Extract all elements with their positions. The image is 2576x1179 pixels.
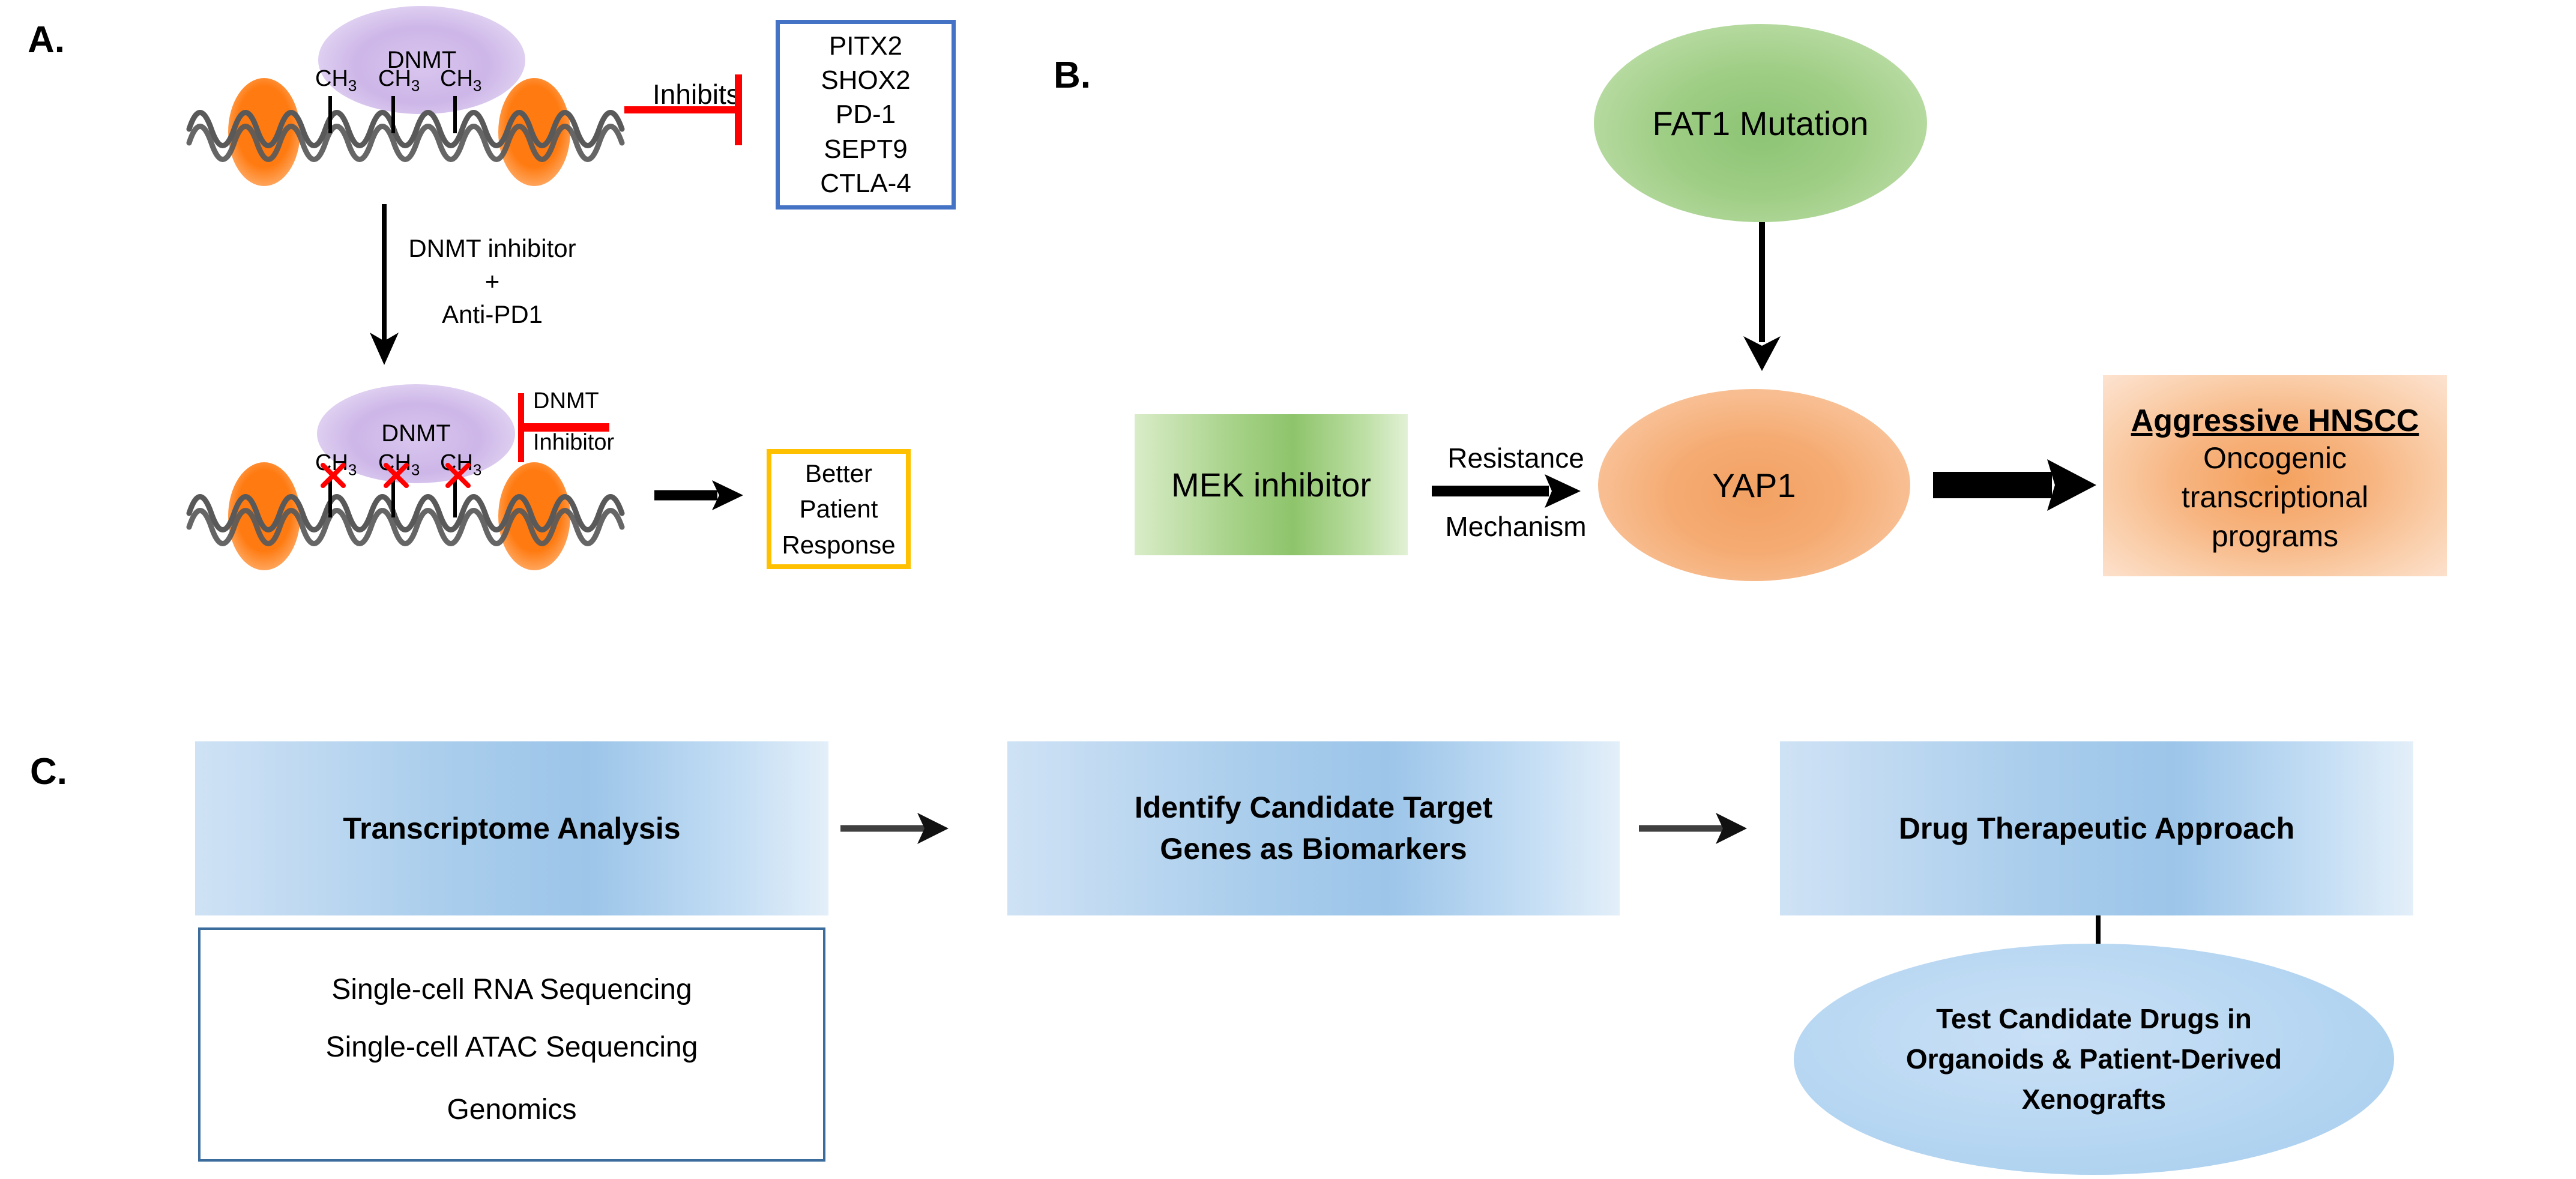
yap1-to-outcome-arrow [1933, 459, 2096, 511]
methods-list-box: Single-cell RNA Sequencing Single-cell A… [198, 927, 825, 1162]
treatment-arrow-down [370, 204, 399, 365]
methyl-group-label: CH3 [440, 450, 482, 479]
step1-to-step2-arrow [840, 813, 949, 844]
dna-helix-strand [186, 494, 625, 532]
panel-c-letter: C. [30, 751, 67, 792]
step3-label: Drug Therapeutic Approach [1898, 811, 2295, 845]
dnmt-top-label: DNMT [387, 46, 457, 73]
final-line: Xenografts [2021, 1083, 2167, 1115]
yap1-label: YAP1 [1712, 466, 1796, 504]
fat1-to-yap1-arrow [1743, 222, 1781, 371]
mek-inhibitor-node: MEK inhibitor [1135, 414, 1408, 555]
dna-strand-top [186, 78, 625, 186]
panel-b-letter: B. [1054, 55, 1091, 96]
gene-item: PITX2 [828, 31, 903, 61]
method-item: Single-cell RNA Sequencing [331, 974, 692, 1006]
inhibition-tbar-top [624, 74, 742, 145]
gene-item: CTLA-4 [820, 168, 911, 198]
resistance-arrow [1432, 474, 1581, 508]
methyl-group-label: CH3 [315, 66, 357, 95]
dna-strand-bottom [186, 462, 625, 570]
outcome-arrow [654, 480, 743, 510]
response-line: Patient [799, 495, 878, 523]
resistance-label-line2: Mechanism [1445, 511, 1587, 542]
methyl-group-label: CH3 [440, 66, 482, 95]
nucleosome [228, 78, 300, 186]
step-transcriptome-analysis: Transcriptome Analysis [195, 741, 828, 915]
dna-helix-strand [186, 508, 625, 546]
response-line: Better [804, 459, 873, 487]
resistance-label-line1: Resistance [1447, 442, 1584, 474]
methyl-group-label: CH3 [378, 66, 420, 95]
dnmt-enzyme-top: DNMT [318, 6, 525, 114]
fat1-label: FAT1 Mutation [1652, 104, 1869, 142]
fat1-mutation-node: FAT1 Mutation [1594, 24, 1927, 222]
dnmt-enzyme-bottom: DNMT [317, 384, 515, 483]
gene-list-box-main: PITX2 SHOX2 PD-1 SEPT9 CTLA-4 [776, 20, 956, 210]
better-patient-response-box: Better Patient Response [767, 449, 911, 569]
mek-label: MEK inhibitor [1171, 466, 1372, 504]
dnmt-inhibitor-line-2: Inhibitor [533, 430, 615, 455]
dnmt-bottom-label: DNMT [381, 420, 451, 447]
step2-to-step3-arrow [1639, 813, 1747, 844]
x-mark [445, 463, 471, 488]
hnscc-title: Aggressive HNSCC [2131, 403, 2419, 438]
treatment-line-2: + [484, 267, 500, 295]
hnscc-line: Oncogenic [2203, 441, 2347, 475]
dnmt-inhibitor-tbar [518, 393, 609, 462]
nucleosome [228, 462, 300, 570]
step-identify-candidate-targets: Identify Candidate Target Genes as Bioma… [1007, 741, 1620, 915]
gene-item: SHOX2 [821, 65, 911, 95]
dna-helix-strand [186, 124, 625, 162]
method-item: Genomics [447, 1094, 577, 1126]
step-drug-therapeutic-approach: Drug Therapeutic Approach [1780, 741, 2413, 915]
methylation-removed-marks [321, 463, 471, 488]
test-candidate-drugs-node: Test Candidate Drugs in Organoids & Pati… [1794, 944, 2394, 1175]
hnscc-line: transcriptional [2181, 480, 2369, 514]
treatment-line-1: DNMT inhibitor [408, 234, 576, 262]
gene-item: SEPT9 [824, 134, 908, 164]
step2-line1: Identify Candidate Target [1134, 791, 1493, 824]
aggressive-hnscc-box: Aggressive HNSCC Oncogenic transcription… [2103, 375, 2447, 576]
dnmt-inhibitor-line-1: DNMT [533, 388, 599, 414]
step1-label: Transcriptome Analysis [343, 811, 681, 845]
final-line: Test Candidate Drugs in [1936, 1003, 2252, 1035]
yap1-node: YAP1 [1598, 389, 1910, 581]
x-mark [321, 463, 346, 488]
dna-helix-strand [186, 110, 625, 148]
hnscc-line: programs [2211, 519, 2339, 553]
method-item: Single-cell ATAC Sequencing [325, 1031, 698, 1063]
panel-a-letter: A. [28, 19, 65, 61]
inhibits-label: Inhibits [653, 79, 740, 110]
step2-line2: Genes as Biomarkers [1160, 832, 1467, 866]
response-line: Response [782, 530, 896, 559]
treatment-line-3: Anti-PD1 [441, 300, 543, 328]
final-line: Organoids & Patient-Derived [1905, 1043, 2282, 1075]
x-mark [384, 463, 409, 488]
gene-item: PD-1 [835, 100, 896, 130]
